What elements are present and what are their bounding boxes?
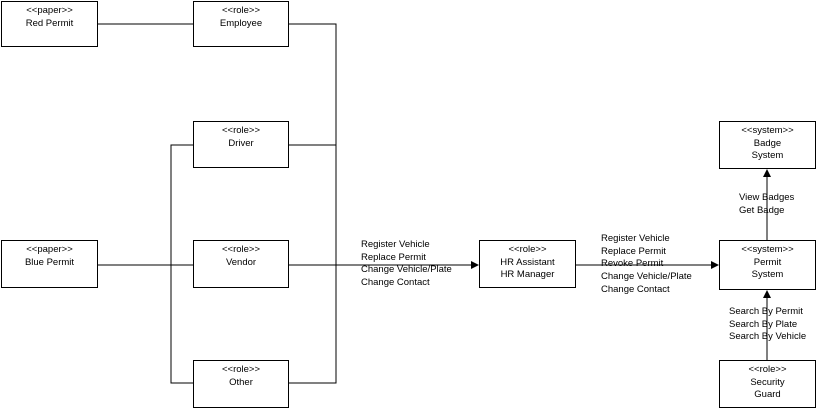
label-hr-to-permit: Register Vehicle Replace Permit Revoke P… [601,233,692,297]
hr-name-line-2: HR Manager [500,269,555,280]
label-line: Change Contact [601,283,670,295]
employee-stereotype: <<role>> [221,5,261,16]
connector-other-bus [289,265,337,384]
connector-employee-bus [289,23,337,265]
label-line: Register Vehicle [601,233,670,244]
connector-left-bracket [170,144,193,384]
other-box: <<role>> Other [193,360,289,408]
driver-name: Driver [228,138,254,149]
hr-name-line-1: HR Assistant [500,257,555,268]
red-permit-box: <<paper>> Red Permit [1,1,98,47]
other-name: Other [229,377,253,388]
label-line: Register Vehicle [361,239,430,250]
blue-permit-stereotype: <<paper>> [26,244,73,255]
badge-system-name-line-1: Badge [753,138,782,149]
label-security-to-permit: Search By Permit Search By Plate Search … [729,306,806,344]
driver-stereotype: <<role>> [221,125,261,136]
red-permit-name: Red Permit [25,18,74,29]
label-line: Replace Permit [361,251,426,263]
vendor-stereotype: <<role>> [221,244,261,255]
label-line: Replace Permit [601,245,666,257]
label-roles-to-hr: Register Vehicle Replace Permit Change V… [361,239,452,290]
label-line: Change Vehicle/Plate [601,271,692,283]
badge-system-stereotype: <<system>> [741,125,794,136]
security-guard-name-line-2: Guard [754,389,781,400]
badge-system-box: <<system>> Badge System [719,121,816,169]
employee-name: Employee [219,18,263,29]
other-stereotype: <<role>> [221,364,261,375]
security-guard-stereotype: <<role>> [748,364,787,375]
label-line: Revoke Permit [601,258,664,270]
hr-stereotype: <<role>> [508,244,547,255]
hr-box: <<role>> HR Assistant HR Manager [479,240,576,288]
vendor-box: <<role>> Vendor [193,240,289,288]
driver-box: <<role>> Driver [193,121,289,168]
red-permit-stereotype: <<paper>> [26,5,73,16]
label-line: Get Badge [739,204,785,216]
security-guard-box: <<role>> Security Guard [719,360,816,408]
security-guard-name-line-1: Security [750,377,785,388]
blue-permit-name: Blue Permit [24,257,75,268]
blue-permit-box: <<paper>> Blue Permit [1,240,98,288]
permit-system-box: <<system>> Permit System [719,240,816,290]
label-line: Search By Vehicle [729,331,807,343]
label-line: Search By Plate [729,318,798,330]
label-line: Search By Permit [729,306,803,317]
permit-system-name-line-2: System [751,269,784,280]
label-line: View Badges [739,192,795,203]
label-line: Change Vehicle/Plate [361,264,452,276]
vendor-name: Vendor [225,257,257,268]
permit-system-stereotype: <<system>> [741,244,794,255]
permit-system-name-line-1: Permit [753,257,782,268]
label-permit-to-badge: View Badges Get Badge [739,192,794,217]
employee-box: <<role>> Employee [193,1,289,47]
badge-system-name-line-2: System [751,150,784,161]
label-line: Change Contact [361,277,430,289]
